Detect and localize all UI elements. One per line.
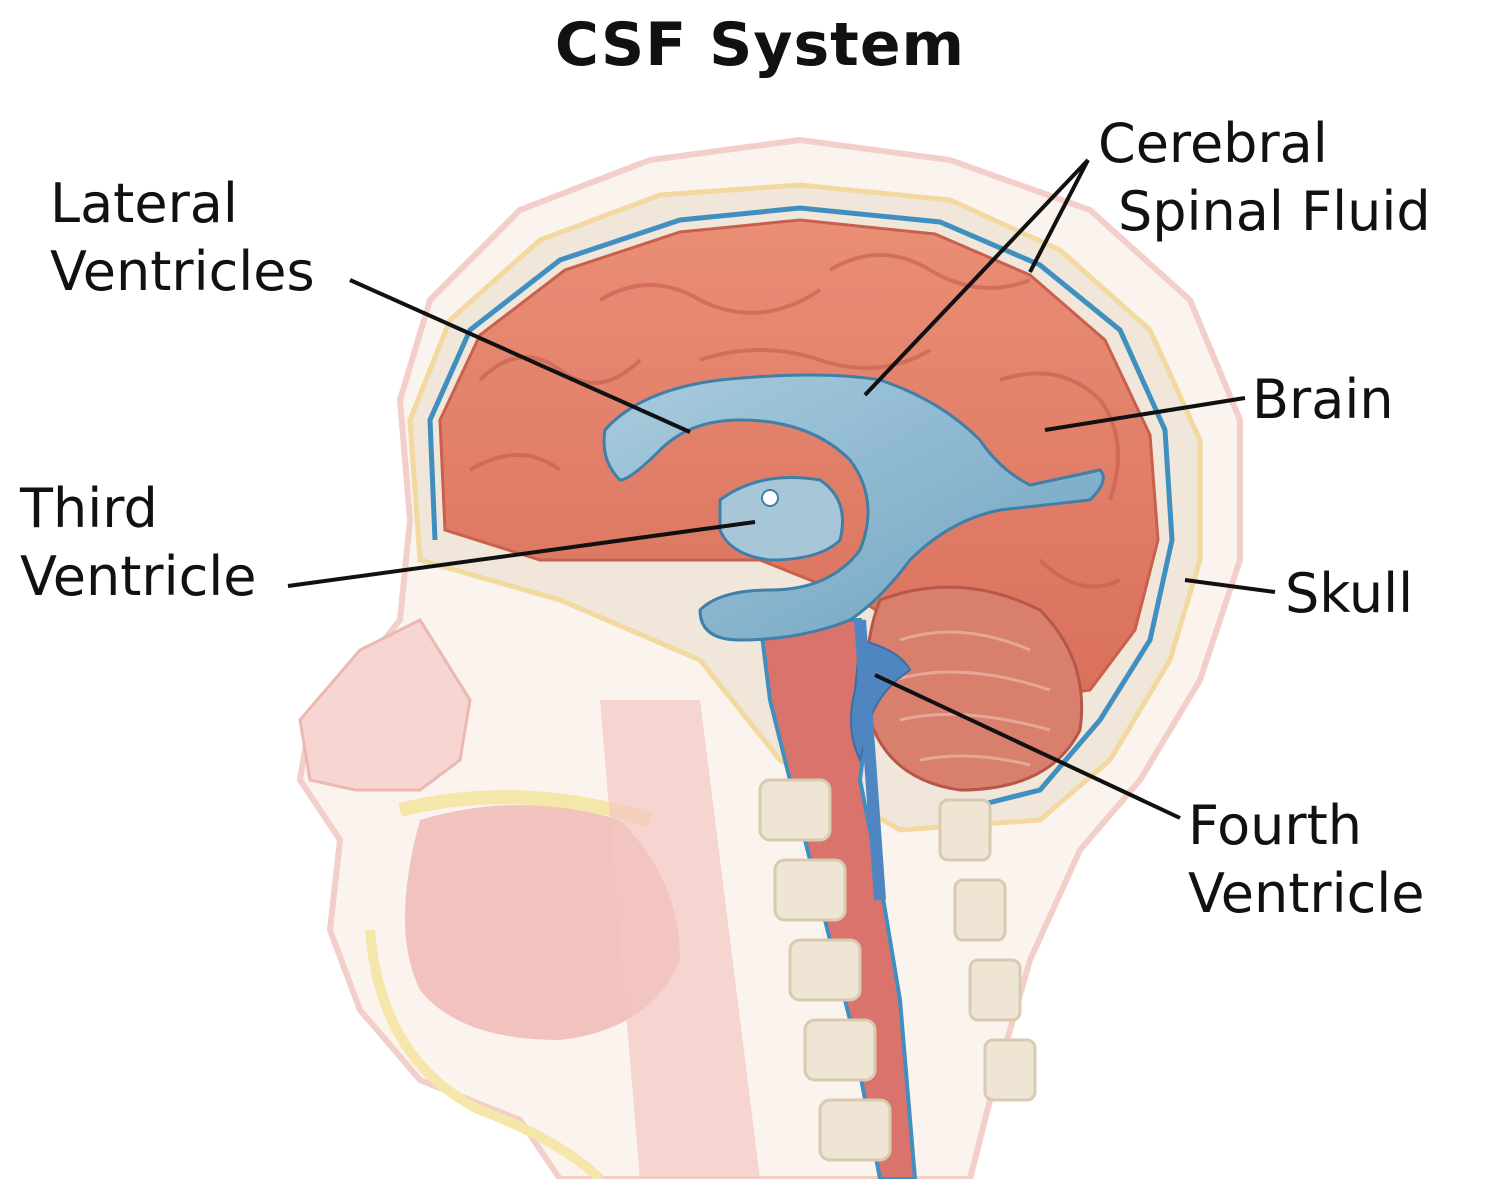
leader-lateral-ventricles <box>349 278 691 434</box>
label-fourth-ventricle: Fourth Ventricle <box>1188 794 1425 925</box>
cerebellum-folia <box>894 630 1051 767</box>
diagram-title: CSF System <box>554 10 966 80</box>
brain-gyri <box>468 253 1121 589</box>
jaw-outline <box>365 929 604 1179</box>
label-cerebral-spinal-fluid: Cerebral Spinal Fluid <box>1098 112 1431 243</box>
leader-brain <box>1044 396 1246 432</box>
lateral-ventricle <box>602 373 1105 642</box>
leader-skull <box>1184 578 1276 594</box>
label-third-ventricle: Third Ventricle <box>20 477 257 608</box>
mouth-cavity <box>405 805 680 1040</box>
leader-csf-b <box>1028 159 1090 273</box>
leader-fourth-ventricle <box>874 673 1181 820</box>
csf-outline <box>427 205 1175 813</box>
leader-csf-a <box>863 158 1090 397</box>
leader-lines <box>287 158 1276 820</box>
leader-third-ventricle <box>287 520 756 588</box>
label-brain: Brain <box>1252 368 1394 431</box>
cervical-vertebrae <box>758 778 1037 1162</box>
central-canal <box>854 619 886 901</box>
cerebrum <box>438 218 1160 702</box>
throat <box>600 700 760 1179</box>
label-skull: Skull <box>1285 562 1414 625</box>
label-lateral-ventricles: Lateral Ventricles <box>50 172 315 303</box>
nose-region <box>298 618 472 792</box>
third-ventricle <box>718 476 844 562</box>
